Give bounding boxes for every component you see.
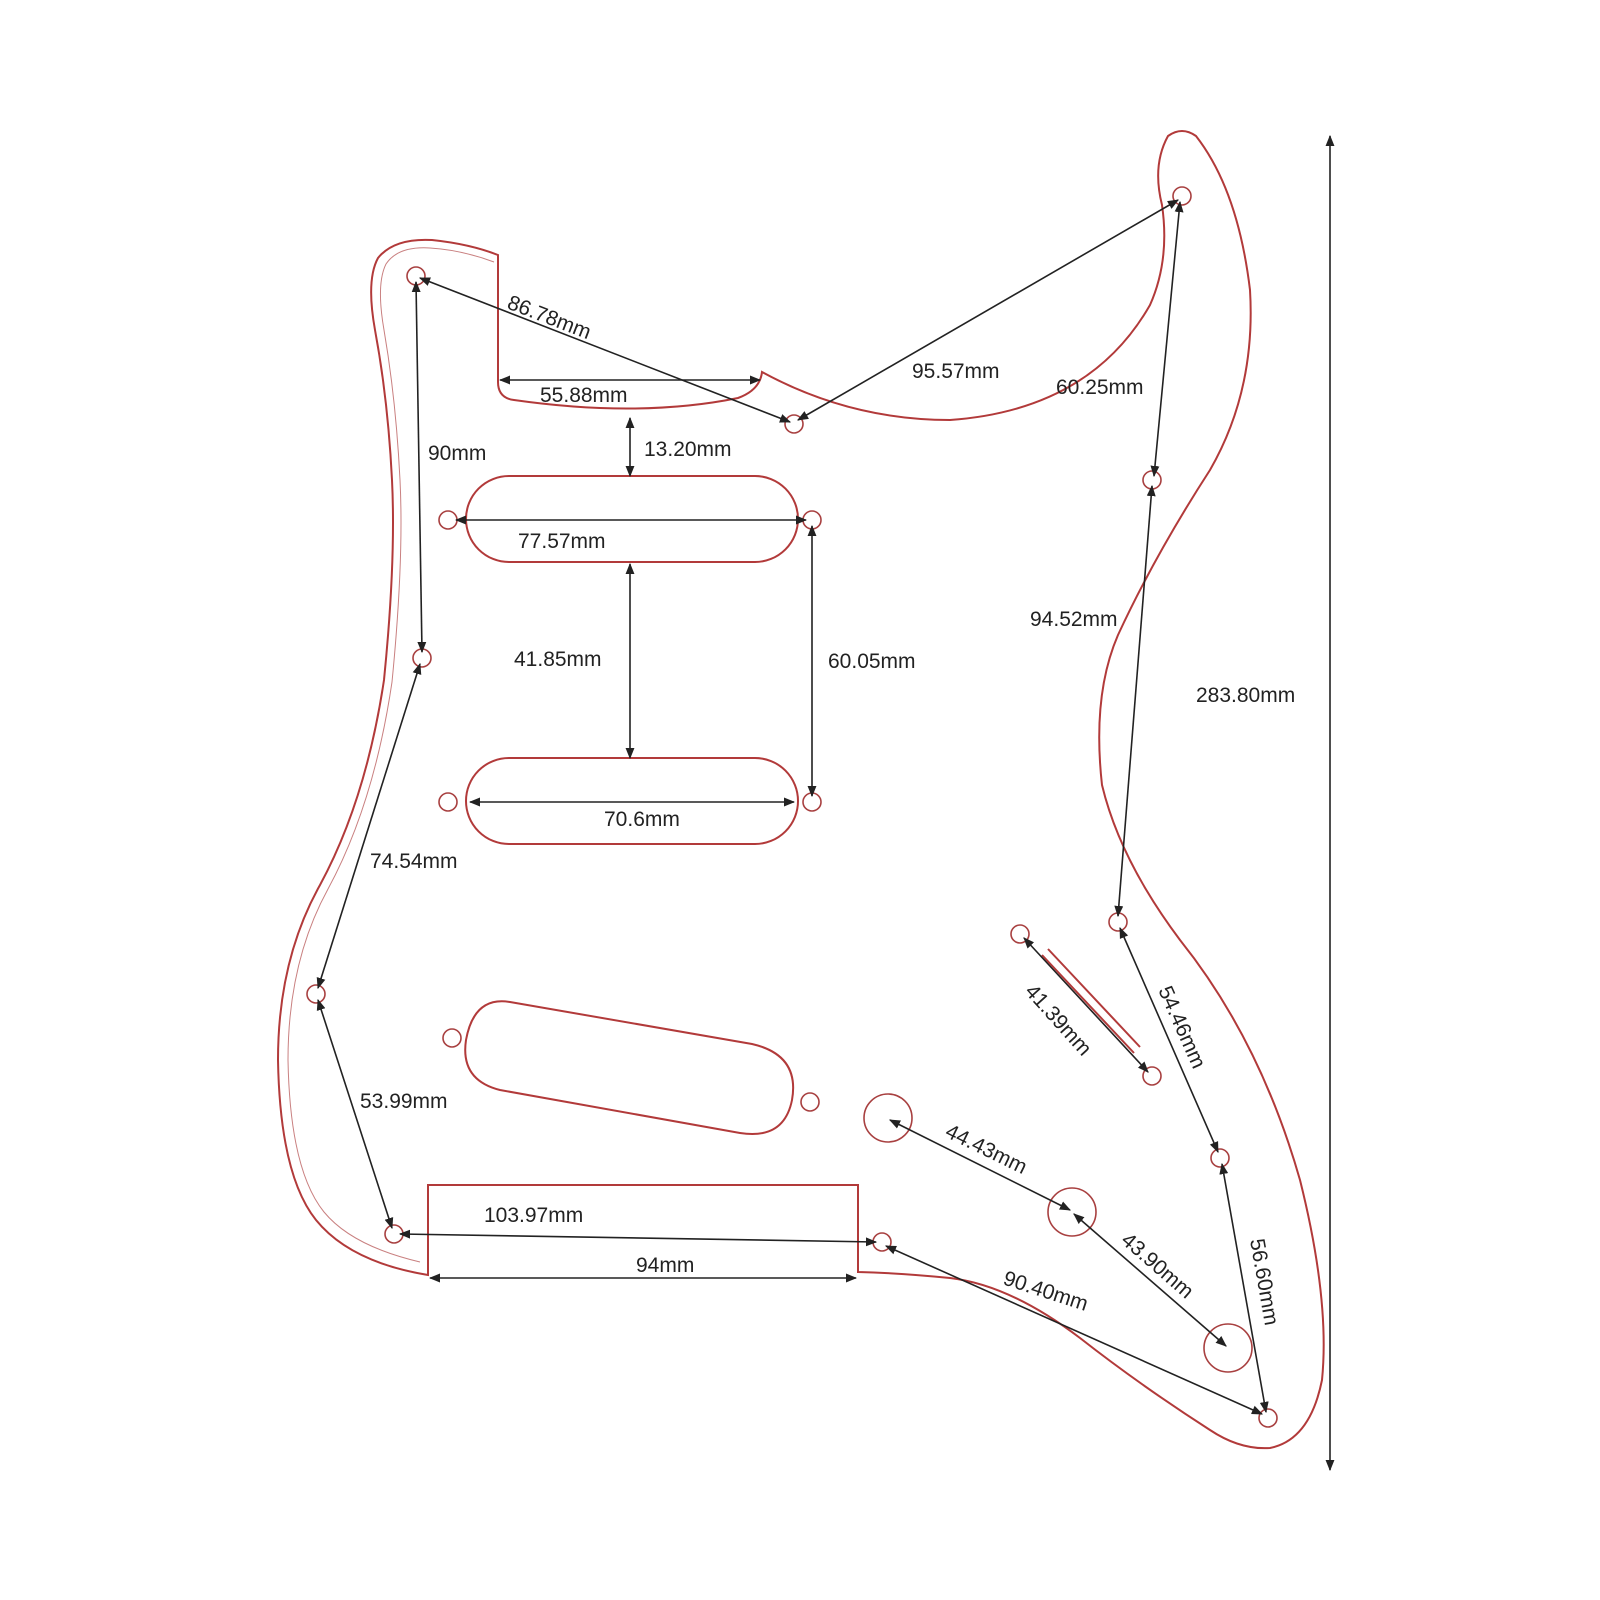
dim-line-95-57 [797,199,1179,421]
pickguard-outline [276,130,1325,1450]
dim-label-41-39: 41.39mm [1020,980,1096,1060]
dimension-labels: 86.78mm 95.57mm 55.88mm 60.25mm 13.20mm … [360,291,1295,1327]
dim-line-60-25 [1150,200,1184,478]
dim-line-74-54 [316,662,422,990]
dim-line-43-90 [1073,1213,1227,1347]
pickup-screw-5 [442,1028,462,1048]
dim-label-103-97: 103.97mm [484,1204,583,1227]
dim-line-90-40 [884,1245,1264,1415]
tone-knob-hole-1 [1047,1187,1097,1237]
screw-hole-11 [1258,1408,1278,1428]
bridge-pickup-route [464,1000,795,1135]
dim-label-77-57: 77.57mm [518,530,606,553]
dim-line-103-97 [398,1229,878,1247]
dim-label-94: 94mm [636,1254,694,1277]
mounting-holes [306,186,1278,1428]
dim-label-55-88: 55.88mm [540,384,628,407]
dim-label-60-25: 60.25mm [1056,376,1144,399]
dim-label-90: 90mm [428,442,486,465]
pickup-routes [464,475,1141,1135]
dim-line-53-99 [316,998,394,1230]
neck-pickup-route [465,475,799,563]
dim-label-13-20: 13.20mm [644,438,732,461]
pickguard-body-outline [276,130,1325,1450]
dim-label-60-05: 60.05mm [828,650,916,673]
screw-hole-2 [784,414,804,434]
dim-line-44-43 [888,1119,1072,1211]
screw-hole-10 [1210,1148,1230,1168]
pickup-screw-1 [438,510,458,530]
dim-line-86-78 [418,277,792,423]
dim-label-90-40: 90.40mm [1000,1267,1090,1316]
middle-pickup-route [465,757,799,845]
dim-label-94-52: 94.52mm [1030,608,1118,631]
dim-label-53-99: 53.99mm [360,1090,448,1113]
dim-label-43-90: 43.90mm [1117,1228,1198,1303]
tone-knob-hole-2 [1203,1323,1253,1373]
dim-label-86-78: 86.78mm [504,291,594,344]
dim-line-94-52 [1114,484,1156,918]
dim-label-70-6: 70.6mm [604,808,680,831]
pickup-screw-6 [800,1092,820,1112]
dim-label-95-57: 95.57mm [912,360,1000,383]
dim-label-56-60: 56.60mm [1245,1237,1283,1327]
dim-line-54-46 [1119,926,1219,1154]
screw-hole-6 [306,984,326,1004]
volume-knob-hole [863,1093,913,1143]
dim-label-44-43: 44.43mm [942,1120,1031,1179]
dim-label-41-85: 41.85mm [514,648,602,671]
dim-label-283-80: 283.80mm [1196,684,1295,707]
dim-line-90 [411,280,427,654]
dimension-lines [316,134,1335,1472]
dim-label-74-54: 74.54mm [370,850,458,873]
pickup-screw-3 [438,792,458,812]
dim-label-54-46: 54.46mm [1153,983,1210,1072]
screw-hole-3 [1172,186,1192,206]
